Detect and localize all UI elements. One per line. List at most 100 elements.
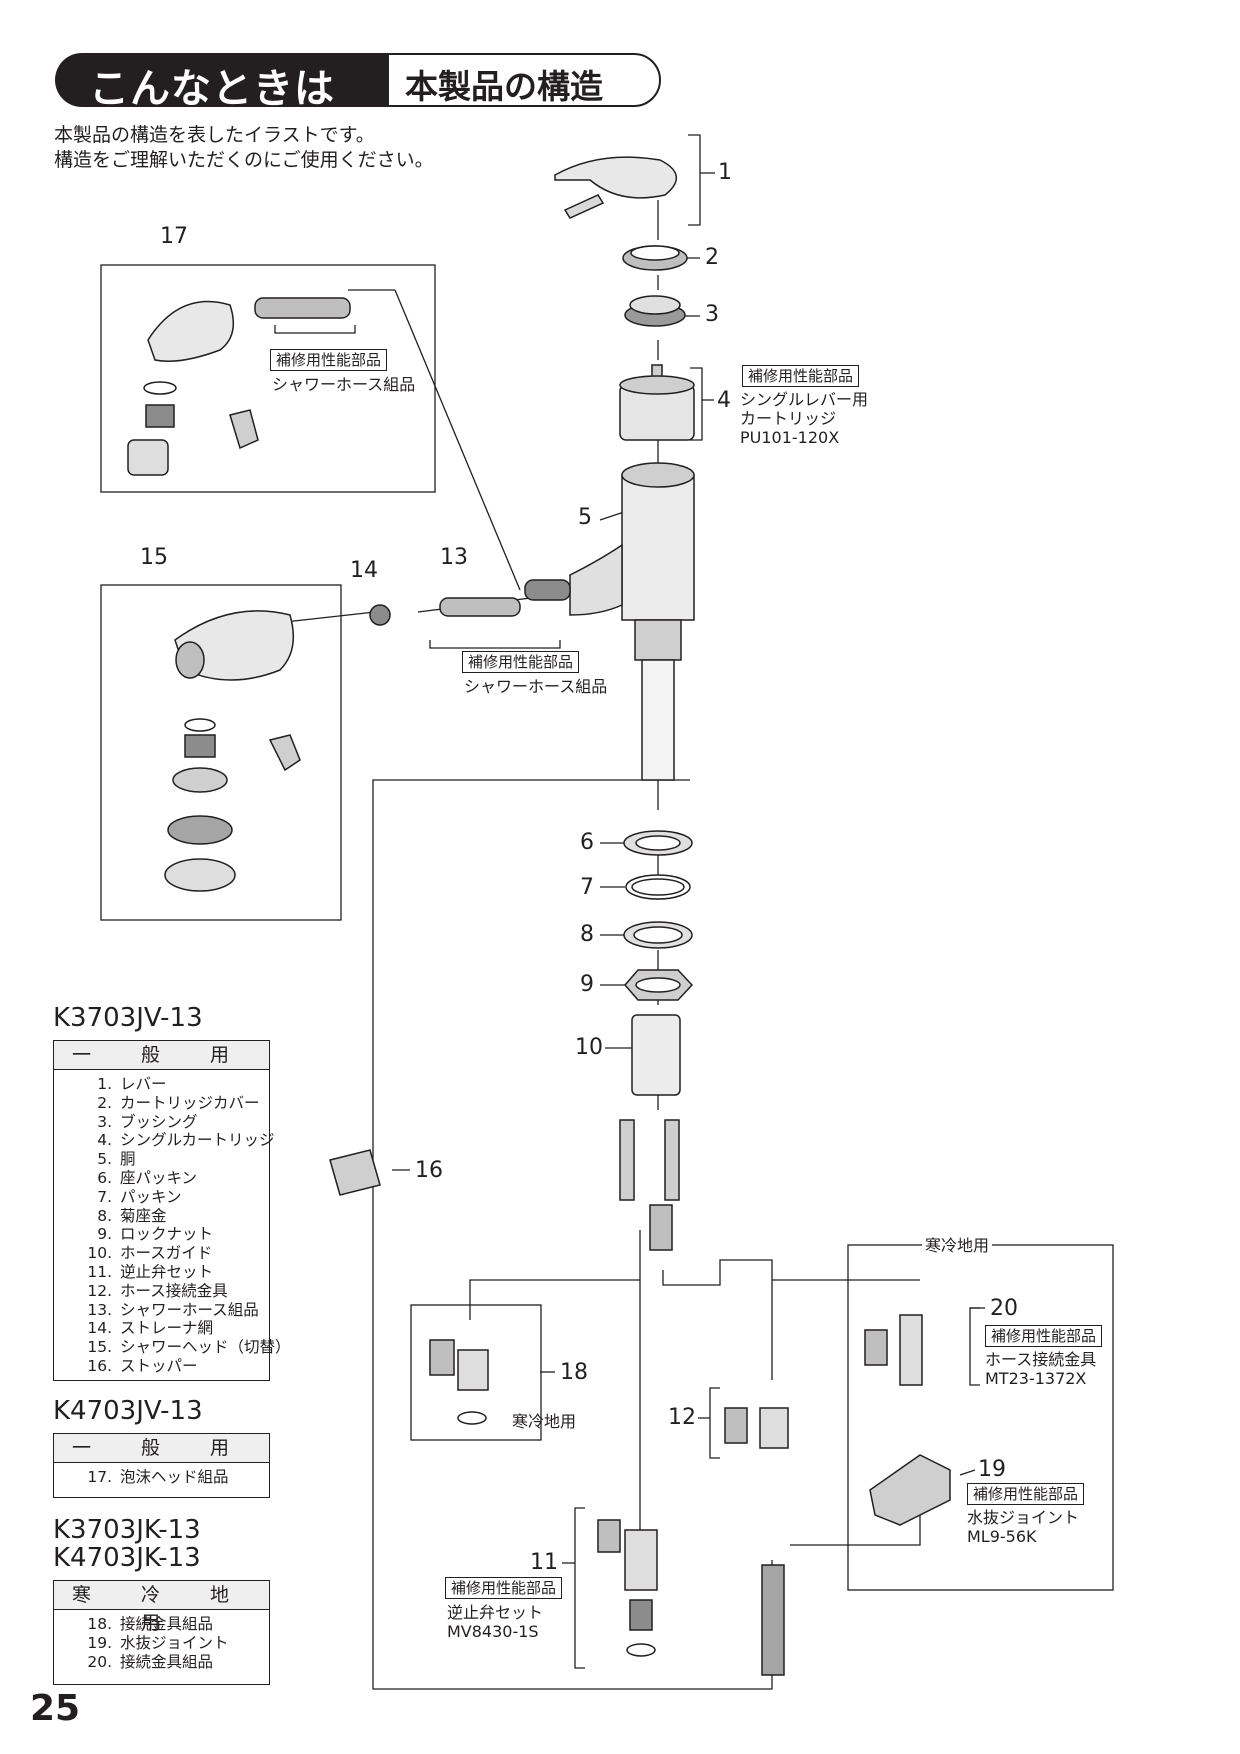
repair-part-tag: 補修用性能部品: [985, 1325, 1103, 1347]
part-number-18: 18: [560, 1360, 588, 1385]
row-part-name: 水抜ジョイント: [120, 1633, 229, 1652]
row-number: 14.: [87, 1319, 112, 1338]
part-number-5: 5: [578, 505, 592, 530]
row-part-name: 胴: [120, 1150, 136, 1169]
row-part-name: ホースガイド: [120, 1244, 213, 1263]
row-part-name: ブッシング: [120, 1112, 198, 1131]
row-part-name: シャワーホース組品: [120, 1300, 259, 1319]
table-row: 7. パッキン: [74, 1188, 269, 1207]
table-row: 9. ロックナット: [74, 1225, 269, 1244]
section-title: 本製品の構造: [405, 67, 603, 106]
row-number: 12.: [87, 1281, 112, 1300]
row-part-name: 座パッキン: [120, 1168, 198, 1187]
row-number: 18.: [87, 1615, 112, 1633]
row-part-name: 菊座金: [120, 1206, 167, 1225]
row-part-name: パッキン: [120, 1187, 182, 1206]
table-body: 17.泡沫ヘッド組品: [54, 1463, 269, 1492]
shower-hose-label: シャワーホース組品: [272, 375, 416, 394]
part-number-1: 1: [718, 160, 732, 185]
table-heading: 一 般 用: [54, 1434, 269, 1463]
row-number: 15.: [87, 1338, 112, 1357]
row-part-name: レバー: [120, 1075, 167, 1093]
row-number: 17.: [87, 1468, 112, 1486]
repair-part-tag: 補修用性能部品: [967, 1483, 1085, 1505]
cartridge-code: PU101-120X: [740, 428, 840, 447]
drain-joint-label: 水抜ジョイント: [967, 1508, 1080, 1527]
model-name: K3703JV-13: [53, 1003, 203, 1033]
row-part-name: カートリッジカバー: [120, 1093, 260, 1112]
row-number: 9.: [97, 1225, 112, 1244]
parts-table-foam: 一 般 用 17.泡沫ヘッド組品: [53, 1433, 270, 1498]
repair-part-tag: 補修用性能部品: [270, 349, 388, 371]
table-row: 17.泡沫ヘッド組品: [74, 1468, 269, 1487]
part-number-6: 6: [580, 830, 594, 855]
part-number-20: 20: [990, 1296, 1018, 1321]
table-row: 10.ホースガイド: [74, 1244, 269, 1263]
part-number-12: 12: [668, 1405, 696, 1430]
part-number-13: 13: [440, 545, 468, 570]
table-row: 18. 接続金具組品: [74, 1615, 269, 1634]
row-part-name: シングルカートリッジ: [120, 1131, 275, 1150]
intro-line-2: 構造をご理解いただくのにご使用ください。: [54, 149, 434, 171]
part-number-8: 8: [580, 922, 594, 947]
table-row: 13. シャワーホース組品: [74, 1301, 269, 1320]
table-row: 5. 胴: [74, 1150, 269, 1169]
row-part-name: ホース接続金具: [120, 1281, 228, 1300]
table-heading: 寒 冷 地 用: [54, 1581, 269, 1634]
part-number-14: 14: [350, 558, 378, 583]
section-tag: こんなときは: [55, 53, 387, 112]
part-number-11: 11: [530, 1550, 558, 1575]
row-part-name: シャワーヘッド（切替）: [120, 1338, 291, 1357]
row-part-name: ストレーナ網: [120, 1319, 214, 1338]
part-number-4: 4: [717, 388, 731, 413]
row-part-name: 接続金具組品: [120, 1615, 214, 1633]
cartridge-label-line2: カートリッジ: [740, 409, 837, 428]
table-row: 11.逆止弁セット: [74, 1263, 269, 1282]
row-number: 19.: [87, 1633, 112, 1652]
row-part-name: 接続金具組品: [120, 1652, 214, 1671]
part-number-17: 17: [160, 224, 188, 249]
row-number: 1.: [97, 1075, 112, 1093]
table-row: 2. カートリッジカバー: [74, 1094, 269, 1113]
hose-fitting-code: MT23-1372X: [985, 1369, 1087, 1388]
part-number-15: 15: [140, 545, 168, 570]
row-part-name: ロックナット: [120, 1225, 214, 1244]
part-number-16: 16: [415, 1158, 443, 1183]
cold-region-label: 寒冷地用: [922, 1236, 993, 1255]
table-row: 1. レバー: [74, 1075, 269, 1094]
cold-region-label: 寒冷地用: [512, 1412, 577, 1431]
table-row: 6. 座パッキン: [74, 1169, 269, 1188]
row-number: 6.: [97, 1168, 112, 1187]
row-number: 4.: [97, 1131, 112, 1150]
row-number: 5.: [97, 1150, 112, 1169]
table-row: 8. 菊座金: [74, 1207, 269, 1226]
table-row: 15. シャワーヘッド（切替）: [74, 1338, 290, 1357]
table-heading: 一 般 用: [54, 1041, 269, 1070]
repair-part-tag: 補修用性能部品: [462, 651, 580, 673]
section-tag-label: こんなときは: [89, 66, 335, 112]
shower-hose-label: シャワーホース組品: [464, 677, 608, 696]
table-row: 14. ストレーナ網: [74, 1319, 269, 1338]
model-name: K3703JK-13: [53, 1515, 201, 1545]
part-number-10: 10: [575, 1035, 603, 1060]
row-number: 13.: [87, 1300, 112, 1319]
row-part-name: ストッパー: [120, 1356, 198, 1375]
row-number: 7.: [97, 1187, 112, 1206]
row-part-name: 逆止弁セット: [120, 1262, 214, 1281]
cartridge-label-line1: シングルレバー用: [740, 390, 869, 409]
table-row: 19. 水抜ジョイント: [74, 1634, 269, 1653]
table-row: 20.接続金具組品: [74, 1653, 269, 1672]
check-valve-code: MV8430-1S: [447, 1622, 539, 1641]
intro-line-1: 本製品の構造を表したイラストです。: [54, 124, 375, 146]
model-name: K4703JK-13: [53, 1543, 201, 1573]
page-number: 25: [30, 1688, 81, 1729]
row-number: 2.: [97, 1093, 112, 1112]
part-number-3: 3: [705, 302, 719, 327]
part-number-19: 19: [978, 1457, 1006, 1482]
table-row: 3.ブッシング: [74, 1113, 269, 1132]
row-number: 8.: [97, 1206, 112, 1225]
part-number-9: 9: [580, 972, 594, 997]
